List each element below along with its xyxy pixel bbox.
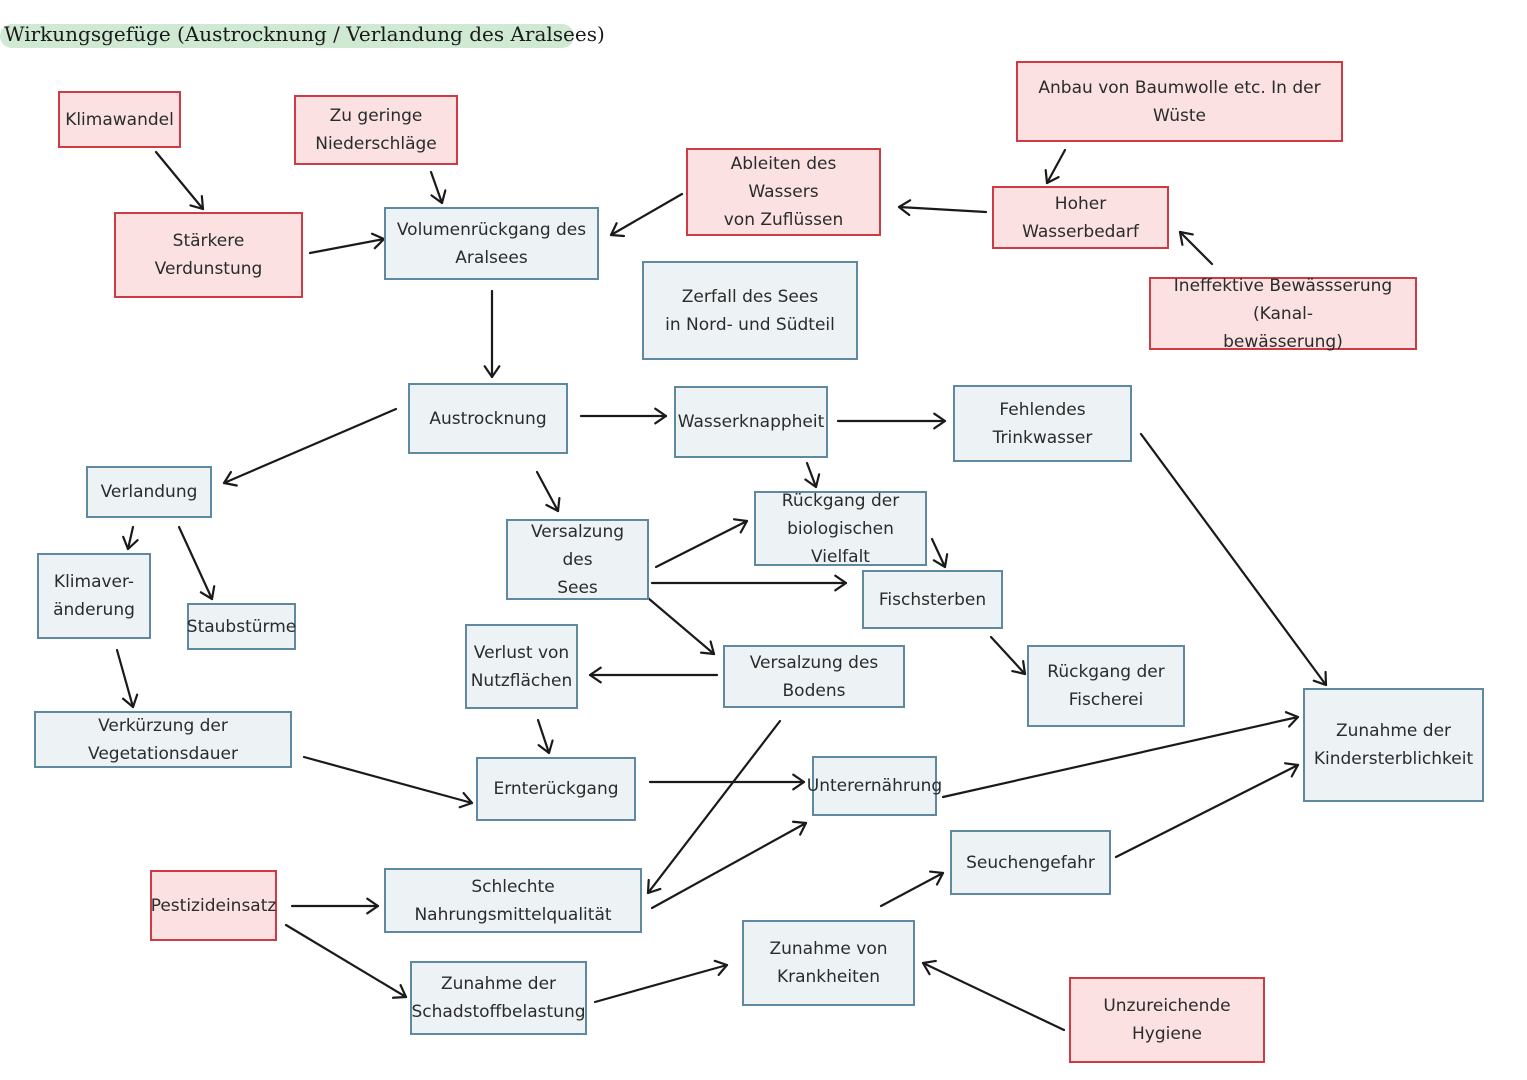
arrow-seuchengefahr-to-kindersterblichkeit <box>1114 762 1300 859</box>
arrow-wasserknappheit-to-vielfalt <box>804 461 821 489</box>
arrow-fischsterben-to-fischerei <box>989 635 1027 676</box>
arrow-nutzflaechen-to-ernte <box>536 718 554 755</box>
arrow-schadstoff-to-krankheiten <box>593 959 729 1004</box>
node-rueckgang-vielfalt: Rückgang der biologischen Vielfalt <box>754 491 927 567</box>
arrow-boden-to-nutzflaechen <box>588 666 719 684</box>
arrow-boden-to-schlechte-nahrung <box>646 719 782 895</box>
node-ernterueckgang: Ernterückgang <box>476 757 636 821</box>
node-hoher-wasserbedarf: Hoher Wasserbedarf <box>992 186 1169 249</box>
node-staubstuerme: Staubstürme <box>187 603 296 650</box>
arrow-ernte-to-unterernaehrung <box>648 773 806 791</box>
node-staerkere-verdunstung: Stärkere Verdunstung <box>114 212 303 298</box>
node-zunahme-schadstoff: Zunahme der Schadstoffbelastung <box>410 961 587 1035</box>
arrow-pestizide-to-schlechte-nahrung <box>290 897 380 915</box>
node-versalzung-see: Versalzung des Sees <box>506 519 649 600</box>
node-austrocknung: Austrocknung <box>408 383 568 454</box>
node-seuchengefahr: Seuchengefahr <box>950 830 1111 895</box>
node-zerfall-see: Zerfall des Sees in Nord- und Südteil <box>642 261 858 360</box>
node-ineffektive-bewaesserung: Ineffektive Bewässserung (Kanal- bewässe… <box>1149 276 1417 352</box>
arrow-verdunstung-to-volumen <box>308 232 386 255</box>
arrow-versalzung-see-to-boden <box>646 596 716 656</box>
node-rueckgang-fischerei: Rückgang der Fischerei <box>1027 645 1185 727</box>
arrow-versalzung-see-to-fischsterben <box>650 574 848 592</box>
node-volumenrueckgang: Volumenrückgang des Aralsees <box>384 207 599 280</box>
node-zunahme-kindersterblichkeit: Zunahme der Kindersterblichkeit <box>1303 688 1484 802</box>
arrow-niederschlaege-to-volumen <box>429 170 447 205</box>
node-ableiten-wasser: Ableiten des Wassers von Zuflüssen <box>686 148 881 236</box>
arrow-vielfalt-to-fischsterben <box>930 537 949 569</box>
arrow-klimaveraenderung-to-verkuerzung <box>115 648 139 709</box>
node-fehlendes-trinkwasser: Fehlendes Trinkwasser <box>953 385 1132 462</box>
node-verlandung: Verlandung <box>86 466 212 518</box>
node-zunahme-krankheiten: Zunahme von Krankheiten <box>742 920 915 1006</box>
arrow-austrocknung-to-wasserknappheit <box>579 407 668 425</box>
arrow-ableiten-to-volumen <box>609 192 684 238</box>
title-highlight <box>0 24 574 48</box>
arrow-wasserbedarf-to-ableiten <box>897 199 988 217</box>
arrow-schlechte-nahrung-to-unterernaehrung <box>650 820 808 910</box>
page-title: Wirkungsgefüge (Austrocknung / Verlandun… <box>4 22 605 46</box>
arrow-bewaesserung-to-wasserbedarf <box>1178 230 1214 266</box>
arrow-trinkwasser-to-kindersterblichkeit <box>1139 432 1328 687</box>
node-verlust-nutzflaechen: Verlust von Nutzflächen <box>465 624 578 709</box>
node-pestizideinsatz: Pestizideinsatz <box>150 870 277 941</box>
arrow-krankheiten-to-seuchengefahr <box>879 870 945 908</box>
arrow-verkuerzung-to-ernte <box>302 755 474 809</box>
node-wasserknappheit: Wasserknappheit <box>674 386 828 458</box>
arrow-unterernaehrung-to-kindersterblichkeit <box>941 711 1300 799</box>
node-unterernaehrung: Unterernährung <box>807 756 942 816</box>
arrow-austrocknung-to-verlandung <box>222 407 398 487</box>
node-versalzung-boden: Versalzung des Bodens <box>723 645 905 708</box>
arrow-austrocknung-to-versalzung-see <box>535 470 561 513</box>
node-schlechte-nahrung: Schlechte Nahrungsmittelqualität <box>384 868 642 933</box>
arrow-versalzung-see-to-vielfalt <box>654 518 749 569</box>
arrow-baumwolle-to-wasserbedarf <box>1044 148 1067 185</box>
arrow-verlandung-to-klimaveraenderung <box>122 525 139 551</box>
arrow-volumen-to-austrocknung <box>483 289 501 379</box>
node-unzureichende-hygiene: Unzureichende Hygiene <box>1069 977 1265 1063</box>
node-zu-geringe-niederschlaege: Zu geringe Niederschläge <box>294 95 458 165</box>
arrow-hygiene-to-krankheiten <box>921 959 1066 1032</box>
arrow-wasserknappheit-to-trinkwasser <box>836 412 947 430</box>
node-verkuerzung-vegetation: Verkürzung der Vegetationsdauer <box>34 711 292 768</box>
node-fischsterben: Fischsterben <box>862 570 1003 629</box>
arrow-klimawandel-to-verdunstung <box>154 150 205 211</box>
node-klimaveraenderung: Klimaver- änderung <box>37 553 151 639</box>
node-klimawandel: Klimawandel <box>58 91 181 148</box>
node-anbau-baumwolle: Anbau von Baumwolle etc. In der Wüste <box>1016 61 1343 142</box>
arrow-verlandung-to-staubstuerme <box>177 525 216 601</box>
arrow-pestizide-to-schadstoff <box>284 923 408 999</box>
